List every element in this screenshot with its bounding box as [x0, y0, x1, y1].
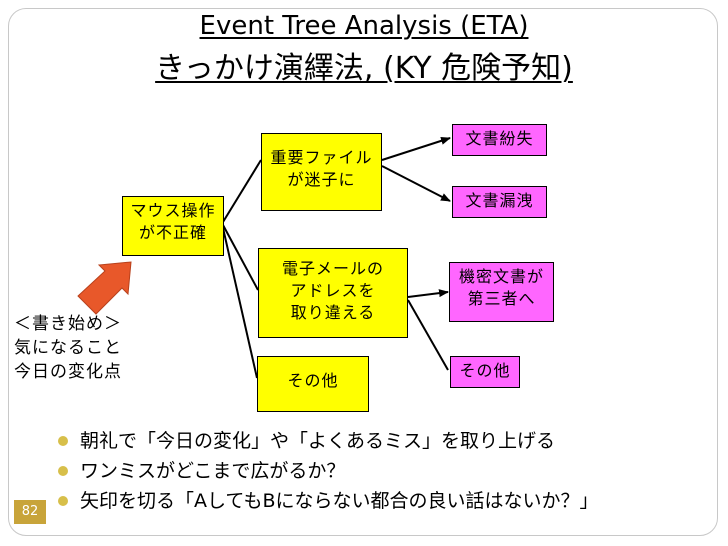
bullet-item: ワンミスがどこまで広がるか？ — [54, 456, 704, 486]
bullet-item: 矢印を切る「AしてもBにならない都合の良い話はないか？」 — [54, 486, 690, 516]
edge-file-leak — [381, 165, 451, 202]
edge-root-file — [222, 159, 262, 223]
page-number-badge: 82 — [14, 500, 46, 524]
start-note-line: 気になること — [14, 338, 122, 358]
edge-file-lost — [381, 136, 451, 161]
slide-frame — [8, 8, 718, 536]
bullet-list: 朝礼で「今日の変化」や「よくあるミス」を取り上げる ワンミスがどこまで広がるか？… — [54, 426, 704, 516]
root-node: マウス操作 が不正確 — [122, 196, 224, 256]
bullet-item: 朝礼で「今日の変化」や「よくあるミス」を取り上げる — [54, 426, 704, 456]
edge-root-other — [222, 227, 258, 379]
bullet-dot-icon — [58, 436, 68, 446]
outcome-node-lost: 文書紛失 — [452, 124, 547, 156]
start-note-heading: ＜書き始め＞ — [14, 314, 122, 334]
outcome-node-third-party: 機密文書が 第三者へ — [449, 262, 554, 322]
edge-root-mail — [222, 224, 259, 291]
bullet-dot-icon — [58, 466, 68, 476]
bullet-dot-icon — [58, 496, 68, 506]
start-arrow-icon — [77, 261, 132, 315]
branch-node-file: 重要ファイル が迷子に — [261, 133, 382, 211]
branch-node-mail: 電子メールの アドレスを 取り違える — [258, 248, 408, 338]
start-note: ＜書き始め＞ 気になること 今日の変化点 — [14, 312, 122, 384]
slide-title-english: Event Tree Analysis (ETA) — [199, 11, 529, 41]
outcome-node-leak: 文書漏洩 — [452, 186, 547, 218]
edge-mail-third — [407, 289, 449, 298]
slide-title-japanese: きっかけ演繹法, (KY 危険予知) — [155, 51, 573, 86]
start-note-line: 今日の変化点 — [14, 362, 122, 382]
outcome-node-other: その他 — [450, 356, 520, 388]
branch-node-other: その他 — [257, 356, 369, 412]
edge-mail-other — [407, 299, 449, 371]
